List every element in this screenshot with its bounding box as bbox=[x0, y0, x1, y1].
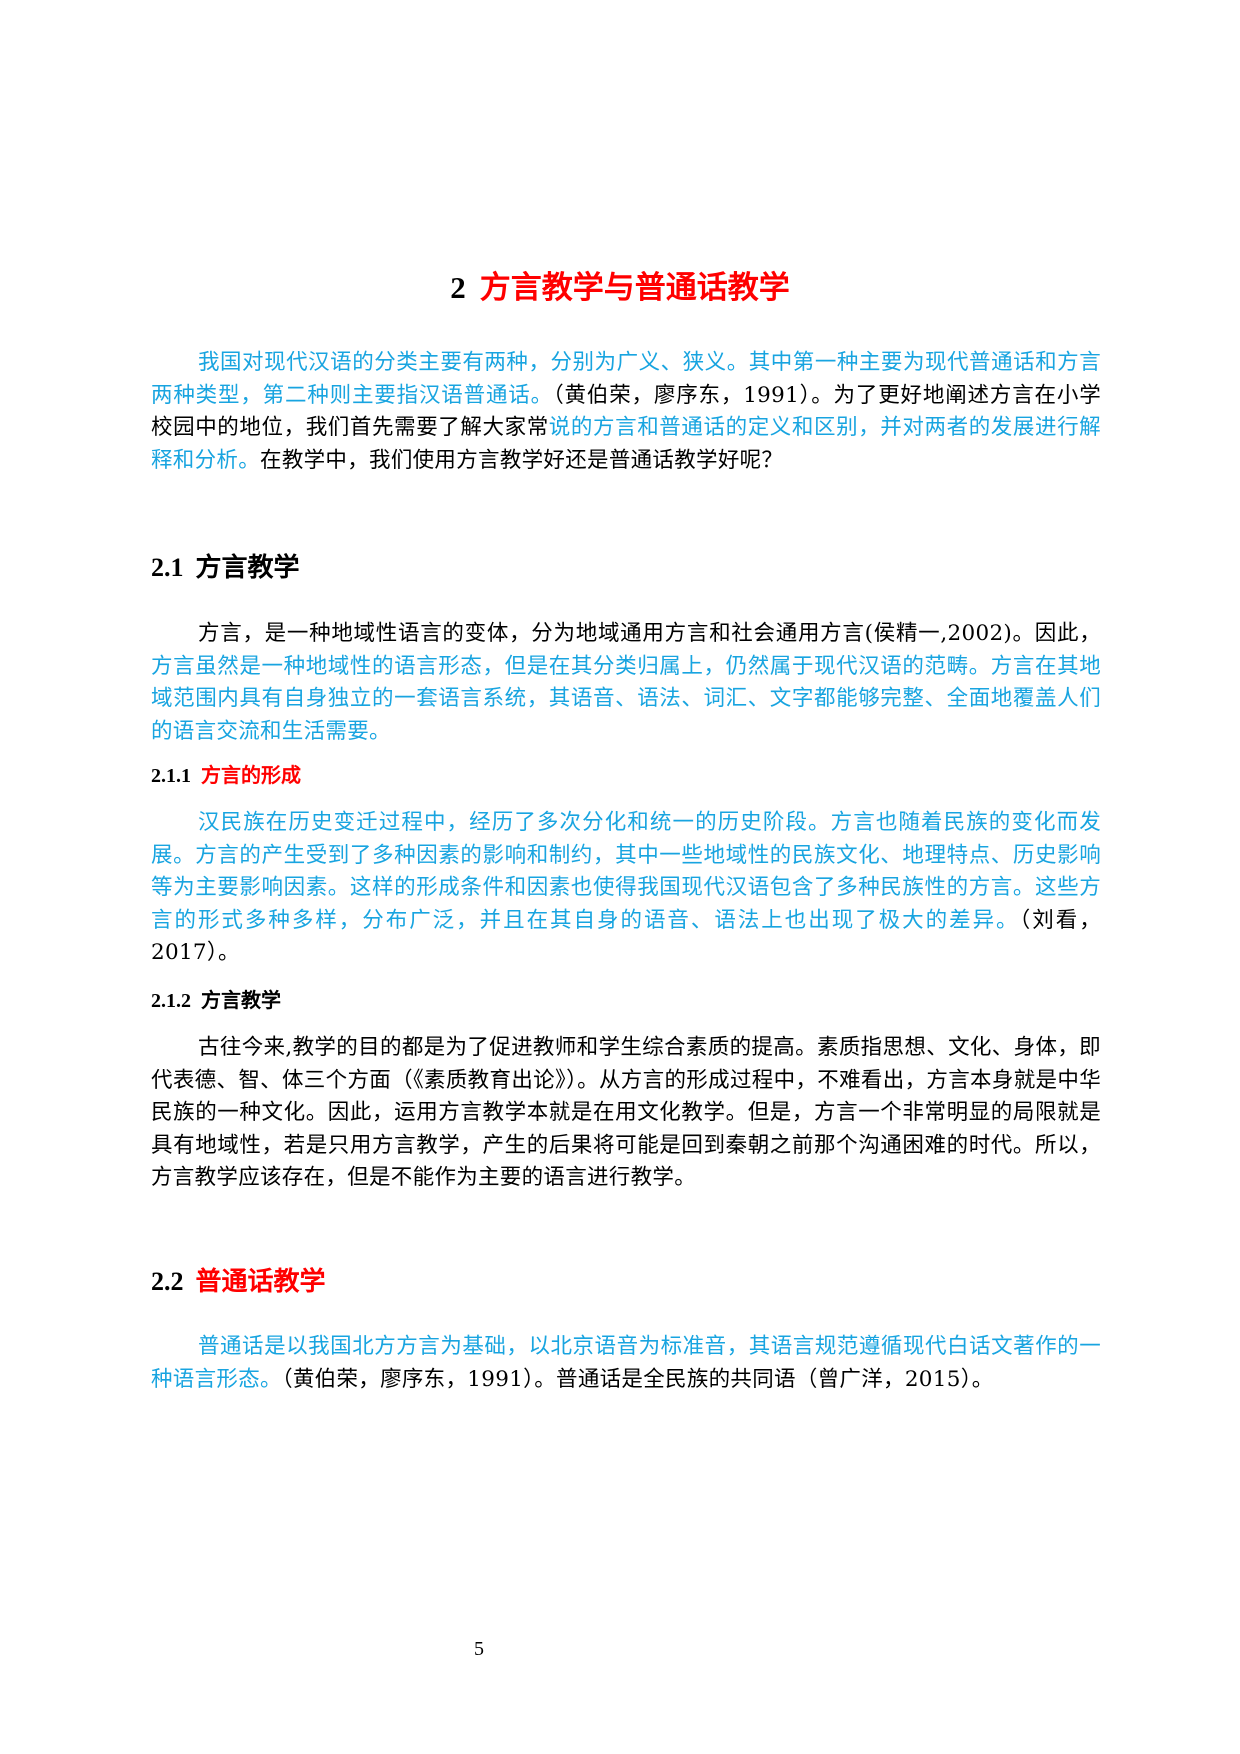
section-number: 2.1.2 bbox=[151, 990, 191, 1012]
citation-segment: （黄伯荣，廖序东，1991）。为了更好地阐述方言在小学校园中的地位，我们首先需要… bbox=[151, 382, 1101, 441]
section-number: 2.2 bbox=[151, 1267, 184, 1296]
section-2-2-paragraph: 普通话是以我国北方方言为基础，以北京语音为标准音，其语言规范遵循现代白话文著作的… bbox=[151, 1331, 1101, 1396]
text-segment: 汉民族在历史变迁过程中，经历了多次分化和统一的历史阶段。方言也随着民族的变化而发… bbox=[151, 810, 1101, 933]
section-title: 方言教学 bbox=[195, 553, 300, 583]
text-segment: 我国对现代汉语的分类主要有两种，分别为广义、狭义。其中第一种主要为现代普通话和方… bbox=[151, 350, 1101, 408]
section-heading-2-1-1: 2.1.1 方言的形成 bbox=[151, 761, 301, 790]
section-title: 方言的形成 bbox=[201, 763, 301, 787]
text-segment: 方言虽然是一种地域性的语言形态，但是在其分类归属上，仍然属于现代汉语的范畴。方言… bbox=[151, 653, 1101, 744]
section-heading-2-2: 2.2 普通话教学 bbox=[151, 1265, 326, 1299]
text-segment: 普通话是以我国北方方言为基础，以北京语音为标准音，其语言规范遵循现代白话文著作的… bbox=[151, 1334, 1101, 1392]
citation-segment: （刘看，2017）。 bbox=[151, 907, 1102, 966]
section-number: 2.1.1 bbox=[151, 765, 191, 787]
text-segment: 方言，是一种地域性语言的变体，分为地域通用方言和社会通用方言(侯精一,2002)… bbox=[198, 621, 1101, 646]
section-heading-2-1-2: 2.1.2 方言教学 bbox=[151, 986, 281, 1015]
text-segment: 在教学中，我们使用方言教学好还是普通话教学好呢？ bbox=[260, 447, 784, 473]
section-2-1-1-paragraph: 汉民族在历史变迁过程中，经历了多次分化和统一的历史阶段。方言也随着民族的变化而发… bbox=[151, 807, 1101, 970]
chapter-title-text: 方言教学与普通话教学 bbox=[479, 270, 790, 306]
section-title: 方言教学 bbox=[201, 988, 281, 1012]
section-title: 普通话教学 bbox=[195, 1267, 326, 1297]
citation-segment: （黄伯荣，廖序东，1991）。普通话是全民族的共同语（曾广洋，2015）。 bbox=[281, 1366, 994, 1392]
text-segment: 说的方言和普通话的定义和区别，并对两者的发展进行解释和分析。 bbox=[151, 415, 1101, 473]
chapter-number: 2 bbox=[450, 270, 466, 305]
intro-paragraph: 我国对现代汉语的分类主要有两种，分别为广义、狭义。其中第一种主要为现代普通话和方… bbox=[151, 347, 1101, 477]
chapter-title: 2 方言教学与普通话教学 bbox=[0, 268, 1240, 308]
section-2-1-paragraph: 方言，是一种地域性语言的变体，分为地域通用方言和社会通用方言(侯精一,2002)… bbox=[151, 618, 1101, 748]
section-2-1-2-paragraph: 古往今来,教学的目的都是为了促进教师和学生综合素质的提高。素质指思想、文化、身体… bbox=[151, 1032, 1101, 1195]
section-heading-2-1: 2.1 方言教学 bbox=[151, 551, 300, 585]
text-segment: 古往今来,教学的目的都是为了促进教师和学生综合素质的提高。素质指思想、文化、身体… bbox=[151, 1035, 1101, 1190]
page-number: 5 bbox=[474, 1638, 484, 1660]
section-number: 2.1 bbox=[151, 553, 184, 582]
